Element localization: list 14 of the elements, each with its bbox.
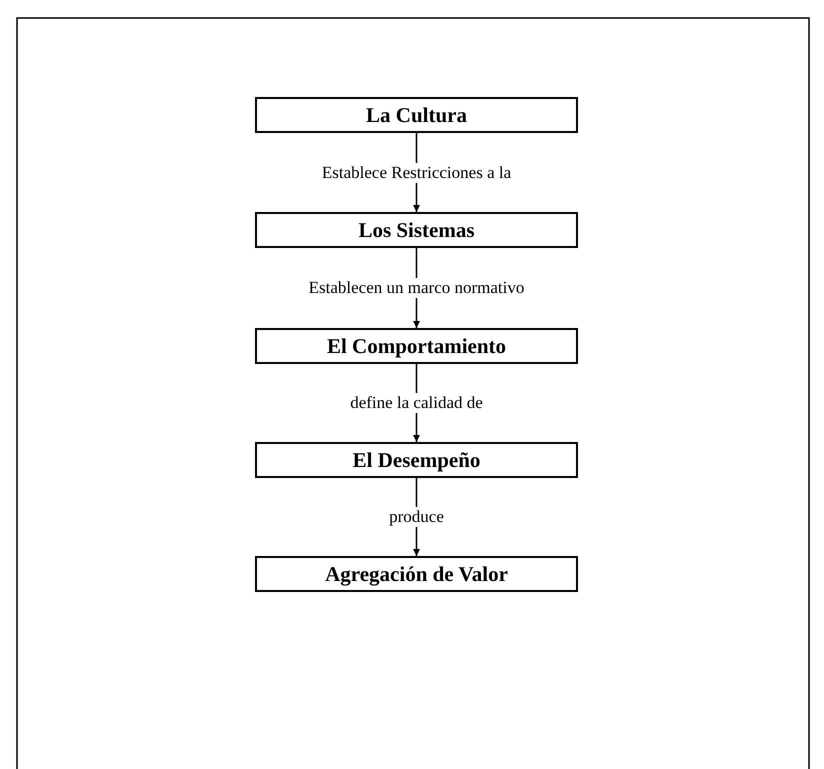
process-box (255, 212, 578, 248)
process-box (255, 442, 578, 478)
process-box (255, 97, 578, 133)
box-title: El Desempeño (352, 448, 480, 472)
box-title: La Cultura (366, 102, 467, 128)
box-title: Los Sistemas (358, 218, 475, 242)
process-box (255, 328, 578, 364)
edge-label: Establecen un marco normativo (306, 278, 526, 298)
edge-label: Establece Restricciones a la (320, 162, 514, 182)
process-box (255, 556, 578, 592)
edge-label: define la calidad de (348, 393, 485, 413)
box-title: El Comportamiento (326, 334, 506, 358)
edge-label: produce (387, 507, 446, 527)
box-title: Agregación de Valor (325, 562, 508, 586)
